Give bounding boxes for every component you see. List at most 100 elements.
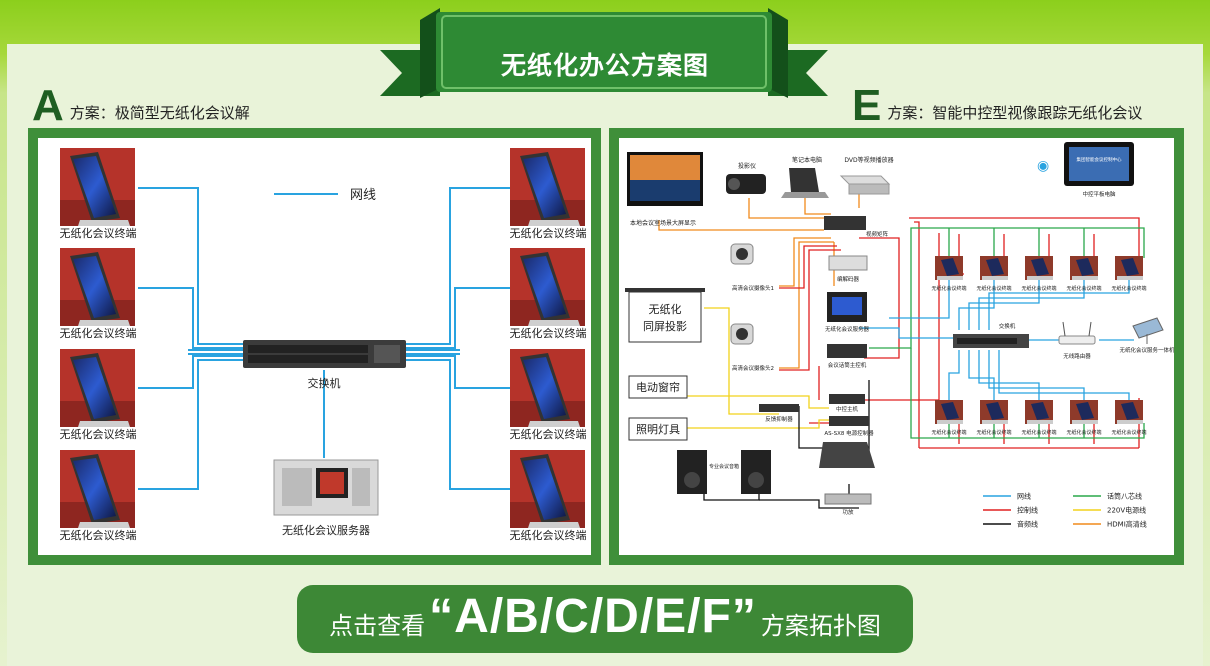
- terminal-label: 无纸化会议终端: [60, 528, 137, 542]
- terminal-e-label: 无纸化会议终端: [1111, 429, 1146, 436]
- decoder-label: 编解码器: [837, 275, 860, 283]
- terminal-label: 无纸化会议终端: [510, 326, 587, 340]
- host-label: 会议话筒主控机: [828, 361, 867, 369]
- kiosk-icon: [1132, 317, 1164, 344]
- central-control-device: [829, 394, 865, 404]
- speaker-left: [677, 450, 707, 494]
- cta-suffix: 方案拓扑图: [760, 612, 881, 640]
- terminal-left-4: [60, 450, 135, 528]
- host-device: [827, 344, 867, 358]
- tablet-icon: [1064, 142, 1134, 186]
- kiosk-label: 无纸化会议服务一体机: [1119, 346, 1174, 354]
- amp-device: [824, 493, 872, 505]
- server-label: 无纸化会议服务器: [282, 523, 370, 537]
- speakers-label: 专业会议音箱: [709, 463, 739, 470]
- legend-label: 话筒八芯线: [1107, 492, 1142, 501]
- central-control-label: 中控主机: [836, 405, 859, 413]
- laptop-icon: [781, 168, 829, 198]
- lights-label: 照明灯具: [636, 423, 680, 436]
- wifi-icon: ◉: [1037, 158, 1049, 174]
- terminal-e-label: 无纸化会议终端: [1021, 429, 1056, 436]
- curtain-label: 电动窗帘: [636, 380, 680, 394]
- speaker-right: [741, 450, 771, 494]
- diagram-a: 无纸化会议终端 无纸化会议终端 无纸化会议终端 无纸化会议终端 无纸化会议终端 …: [60, 148, 587, 542]
- power-controller-label: AS-SX8 电源控制器: [824, 429, 874, 437]
- conf-server-label: 无纸化会议服务器: [825, 325, 870, 333]
- terminal-e-label: 无纸化会议终端: [1066, 285, 1101, 292]
- terminal-e-label: 无纸化会议终端: [976, 285, 1011, 292]
- terminal-left-3: [60, 349, 135, 427]
- terminal-label: 无纸化会议终端: [60, 226, 137, 240]
- panel-a[interactable]: 无纸化会议终端 无纸化会议终端 无纸化会议终端 无纸化会议终端 无纸化会议终端 …: [28, 128, 601, 565]
- router-label: 无线路由器: [1063, 352, 1091, 360]
- big-screen: [627, 152, 703, 206]
- terminal-right-3: [510, 349, 585, 427]
- laptop-label: 笔记本电脑: [792, 156, 822, 164]
- legend-label: 音频线: [1017, 520, 1038, 529]
- terminal-right-2: [510, 248, 585, 326]
- page-title: 无纸化办公方案图: [500, 51, 709, 80]
- terminal-e-label: 无纸化会议终端: [1066, 429, 1101, 436]
- view-topology-button[interactable]: 点击查看 “A/B/C/D/E/F” 方案拓扑图: [297, 585, 913, 653]
- router-icon: [1058, 321, 1096, 345]
- terminal-e-label: 无纸化会议终端: [976, 429, 1011, 436]
- terminal-right-4: [510, 450, 585, 528]
- cta-prefix: 点击查看: [329, 612, 426, 640]
- wiring: [658, 188, 1145, 509]
- conf-server-device: [827, 292, 867, 322]
- section-a-letter: A: [32, 81, 64, 130]
- terminal-label: 无纸化会议终端: [510, 226, 587, 240]
- section-a-heading: A 方案：极简型无纸化会议解: [32, 81, 250, 130]
- terminal-right-1: [510, 148, 585, 226]
- screen-board: [625, 288, 705, 343]
- big-screen-label: 本地会议室场景大屏显示: [630, 219, 696, 227]
- network-legend-label: 网线: [350, 188, 376, 203]
- title-ribbon: [380, 8, 828, 98]
- tablet-screen-text: 集团智能会议控制中心: [1077, 156, 1122, 163]
- section-e-letter: E: [852, 81, 882, 130]
- camera-1-label: 高清会议摄像头1: [732, 284, 774, 292]
- terminal-e-label: 无纸化会议终端: [1021, 285, 1056, 292]
- terminal-label: 无纸化会议终端: [510, 427, 587, 441]
- tablet-label: 中控平板电脑: [1082, 190, 1116, 198]
- terminal-e-label: 无纸化会议终端: [1111, 285, 1146, 292]
- mixer-device: [819, 442, 875, 468]
- video-matrix-device: [824, 216, 866, 230]
- switch-device: [243, 340, 406, 368]
- panel-e[interactable]: 本地会议室场景大屏显示 投影仪 笔记本电脑 DVD等视频播放器 视频矩阵: [609, 128, 1184, 565]
- legend-label: 220V电源线: [1107, 506, 1146, 515]
- legend-label: HDMI高清线: [1107, 520, 1147, 529]
- terminal-left-1: [60, 148, 135, 226]
- screen-board-line-1: 无纸化: [649, 302, 682, 316]
- server-device: [273, 459, 379, 516]
- section-a-label: 方案：极简型无纸化会议解: [69, 104, 250, 122]
- camera-1: [730, 243, 754, 265]
- terminal-bottom-row: [935, 400, 1143, 424]
- projector-label: 投影仪: [738, 162, 756, 170]
- terminal-label: 无纸化会议终端: [60, 326, 137, 340]
- feedback-suppressor: [759, 404, 799, 412]
- terminal-top-row: [935, 256, 1143, 280]
- curtain-box: [628, 375, 688, 399]
- power-controller-device: [829, 416, 869, 426]
- section-e-heading: E 方案：智能中控型视像跟踪无纸化会议: [852, 81, 1142, 130]
- dvd-label: DVD等视频播放器: [844, 156, 893, 164]
- cta-options: “A/B/C/D/E/F”: [429, 590, 757, 643]
- network-lines: [138, 187, 510, 490]
- camera-2: [730, 323, 754, 345]
- terminal-label: 无纸化会议终端: [510, 528, 587, 542]
- switch-e-label: 交换机: [999, 322, 1016, 330]
- terminal-e-label: 无纸化会议终端: [931, 285, 966, 292]
- switch-label: 交换机: [308, 376, 341, 390]
- terminal-label: 无纸化会议终端: [60, 427, 137, 441]
- diagram-e: 本地会议室场景大屏显示 投影仪 笔记本电脑 DVD等视频播放器 视频矩阵: [625, 142, 1175, 529]
- camera-2-label: 高清会议摄像头2: [732, 364, 774, 372]
- network-switch: [953, 334, 1029, 348]
- projector-icon: [726, 174, 766, 194]
- amp-label: 功放: [842, 508, 854, 516]
- legend-label: 网线: [1017, 492, 1031, 501]
- dvd-player-icon: [839, 175, 891, 195]
- decoder-device: [828, 255, 868, 271]
- video-matrix-label: 视频矩阵: [866, 230, 889, 238]
